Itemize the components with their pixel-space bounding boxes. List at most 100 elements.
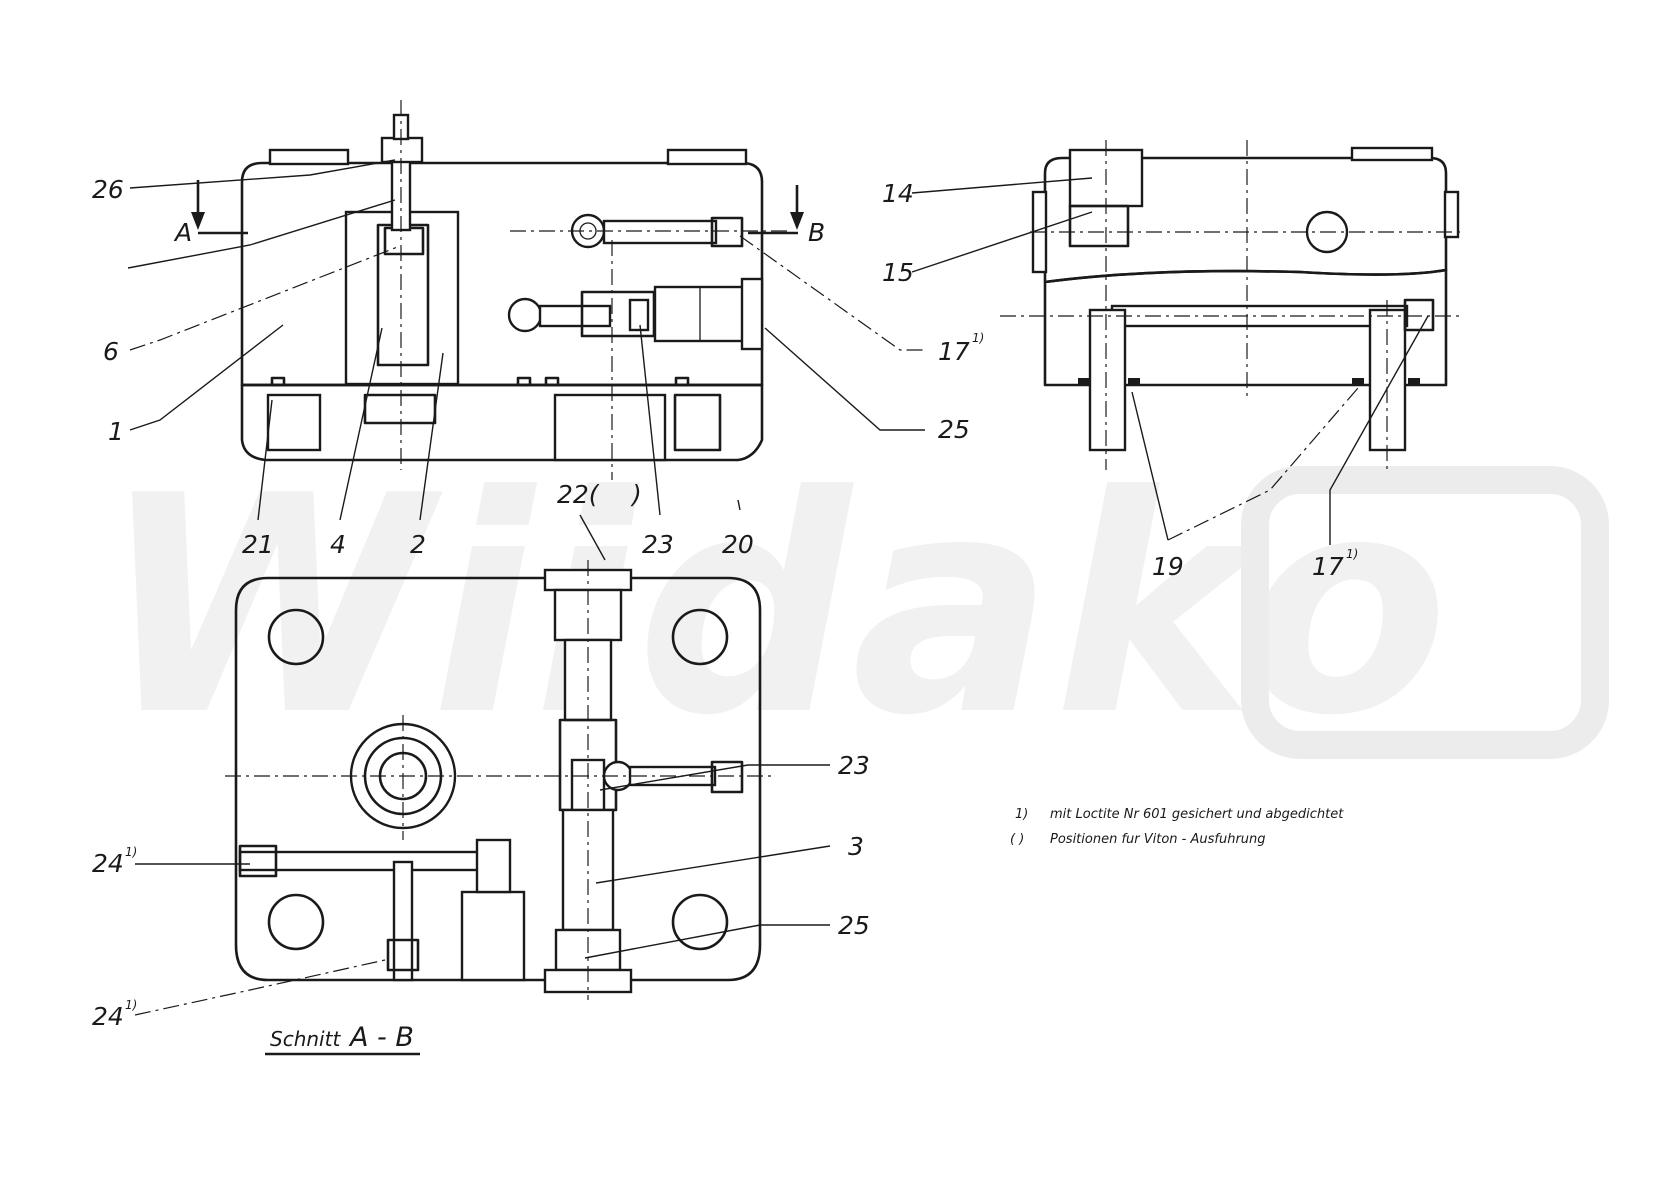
section-channel-v xyxy=(392,860,414,982)
side-oring-4 xyxy=(1408,378,1420,385)
side-view: 14 15 19 17 1) xyxy=(882,140,1460,581)
leader-17 xyxy=(739,235,925,351)
notes-block: 1) mit Loctite Nr 601 gesichert und abge… xyxy=(1010,807,1344,847)
section-arrow-a-head xyxy=(191,212,205,230)
section-label-24a-sup: 1) xyxy=(125,845,137,859)
fitting-15 xyxy=(1068,204,1130,248)
section-caption-word: Schnitt xyxy=(270,1027,341,1051)
leader-21 xyxy=(257,399,273,521)
label-4: 4 xyxy=(330,530,346,559)
oring-1 xyxy=(270,376,286,387)
label-25: 25 xyxy=(938,415,970,444)
section-view: 23 3 25 24 1) 24 1) Schnitt A - B xyxy=(92,560,870,1056)
top-boss-left xyxy=(268,148,350,166)
side-bump-right xyxy=(1443,190,1460,239)
watermark-box xyxy=(1241,466,1609,759)
section-plug-branch xyxy=(710,760,744,794)
side-label-17-sup: 1) xyxy=(1346,547,1358,561)
oring-4 xyxy=(674,376,690,387)
plug-24-bottom xyxy=(386,938,420,972)
section-leader-24b xyxy=(134,959,386,1016)
leader-23 xyxy=(639,324,661,516)
label-22-close: ) xyxy=(630,480,642,509)
lower-channel-mid xyxy=(553,393,667,462)
top-boss-right xyxy=(666,148,748,166)
side-oring-3 xyxy=(1352,378,1364,385)
leader-25 xyxy=(764,327,925,431)
side-plug-17 xyxy=(1403,298,1435,332)
top-view: A B 26 6 1 21 4 2 22( ) 23 20 17 1) 25 xyxy=(92,100,984,561)
note-2-marker: ( ) xyxy=(1010,832,1024,847)
label-2: 2 xyxy=(410,530,426,559)
note-2-text: Positionen fur Viton - Ausfuhrung xyxy=(1050,832,1266,847)
section-block-body xyxy=(234,576,762,982)
side-oring-2 xyxy=(1128,378,1140,385)
side-leader-14 xyxy=(911,177,1093,194)
side-leader-17 xyxy=(1329,315,1429,545)
section-spool-top xyxy=(475,838,512,894)
section-arrow-b-head xyxy=(790,212,804,230)
oring-3 xyxy=(544,376,560,387)
note-1-text: mit Loctite Nr 601 gesichert und abgedic… xyxy=(1050,807,1344,822)
section-label-24b: 24 xyxy=(92,1002,124,1031)
lower-channel-right xyxy=(673,393,722,452)
section-leader-3 xyxy=(595,845,831,884)
leader-2 xyxy=(419,352,444,521)
section-label-a: A xyxy=(173,218,192,247)
stem-nut xyxy=(380,136,424,164)
side-leader-15 xyxy=(911,211,1093,273)
port-channel-upper xyxy=(602,219,718,245)
leader-20 xyxy=(737,499,741,511)
oring-2 xyxy=(516,376,532,387)
side-oring-1 xyxy=(1078,378,1090,385)
side-bolt-left xyxy=(1088,308,1127,452)
port-ball-lower xyxy=(507,297,543,333)
side-leader-19a xyxy=(1131,391,1169,541)
bolt-hole-bl xyxy=(267,893,325,951)
side-boss-top xyxy=(1350,146,1434,162)
label-6: 6 xyxy=(103,337,119,366)
section-leader-23 xyxy=(599,764,830,791)
watermark-text: Wiidako xyxy=(100,432,1449,781)
section-channel-h xyxy=(238,850,504,872)
side-block-lower xyxy=(1043,268,1448,387)
top-base xyxy=(240,383,764,462)
section-label-24b-sup: 1) xyxy=(125,998,137,1012)
side-label-15: 15 xyxy=(882,258,914,287)
section-leader-25 xyxy=(584,924,830,959)
leader-a-left xyxy=(127,199,396,269)
cartridge-bore xyxy=(344,210,460,386)
top-block-body xyxy=(240,161,764,387)
bolt-hole-tl xyxy=(267,608,325,666)
lower-channel-left xyxy=(266,393,322,452)
label-21: 21 xyxy=(242,530,274,559)
section-label-b: B xyxy=(808,218,825,247)
label-23: 23 xyxy=(642,530,674,559)
port-channel-lower xyxy=(538,304,612,328)
plug-17 xyxy=(710,216,744,248)
label-22: 22( xyxy=(557,480,600,509)
seat-insert xyxy=(363,393,437,425)
section-label-23: 23 xyxy=(838,751,870,780)
bolt-hole-br xyxy=(671,893,729,951)
label-1: 1 xyxy=(108,417,124,446)
label-26: 26 xyxy=(92,175,124,204)
side-label-14: 14 xyxy=(882,179,914,208)
plug-24-left xyxy=(238,844,278,878)
section-label-3: 3 xyxy=(848,832,864,861)
section-label-24a: 24 xyxy=(92,849,124,878)
leader-1 xyxy=(129,324,284,431)
label-20: 20 xyxy=(722,530,754,559)
section-label-25: 25 xyxy=(838,911,870,940)
label-17-sup: 1) xyxy=(972,331,984,345)
leader-4 xyxy=(339,327,383,521)
section-spool xyxy=(460,890,526,982)
leader-22 xyxy=(579,514,606,561)
note-1-marker: 1) xyxy=(1015,807,1028,822)
leader-26 xyxy=(129,159,396,189)
leader-6 xyxy=(129,245,401,351)
plug-25-head xyxy=(740,277,764,351)
side-leader-19b xyxy=(1167,387,1359,541)
section-caption-letters: A - B xyxy=(348,1022,414,1053)
